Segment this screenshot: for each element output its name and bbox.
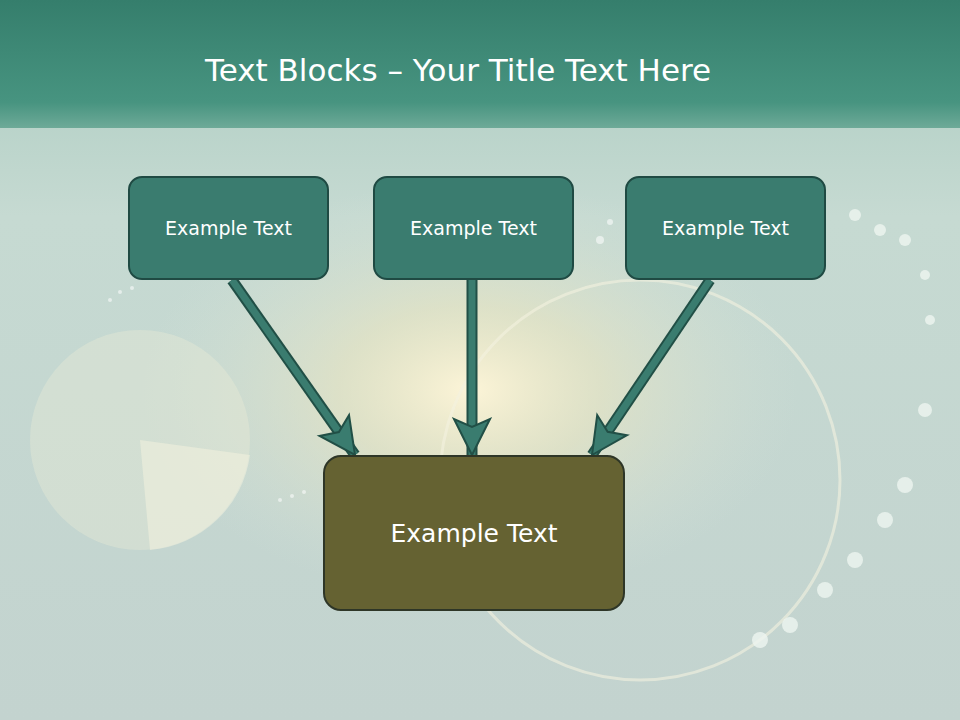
box-text: Example Text (654, 213, 797, 243)
pie-decoration (30, 330, 250, 550)
box-text: Example Text (402, 213, 545, 243)
flow-arrow (472, 280, 473, 455)
flow-arrow (232, 280, 355, 455)
slide-title: Text Blocks – Your Title Text Here (0, 52, 960, 88)
text-block-box: Example Text (373, 176, 574, 280)
pie-slice (140, 440, 250, 550)
box-text: Example Text (383, 515, 566, 552)
box-text: Example Text (157, 213, 300, 243)
result-box: Example Text (323, 455, 625, 611)
text-block-box: Example Text (625, 176, 826, 280)
flow-arrow (592, 280, 710, 455)
arrow-shaft (592, 280, 710, 455)
arrow-outline (592, 280, 710, 455)
arrow-outline (232, 280, 355, 455)
header-band (0, 0, 960, 128)
text-block-box: Example Text (128, 176, 329, 280)
arrow-outline (467, 280, 478, 455)
arrow-shaft (232, 280, 355, 455)
arrow-shaft (469, 280, 476, 455)
